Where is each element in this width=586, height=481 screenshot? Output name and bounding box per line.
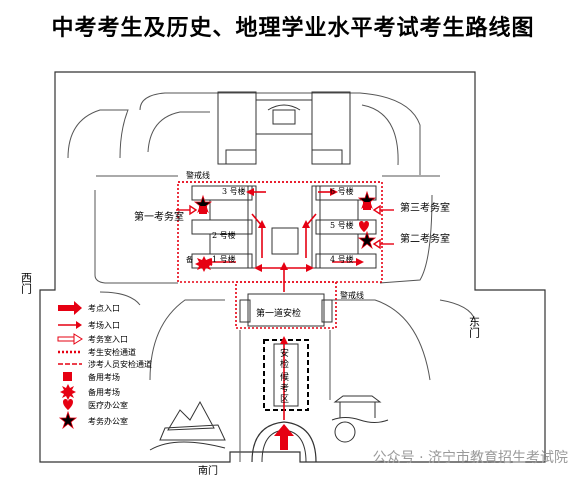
legend-label-5: 备用考场 bbox=[88, 372, 120, 382]
lawn-lower-right-2 bbox=[439, 299, 476, 321]
pavilion-icon bbox=[331, 395, 389, 423]
page-title: 中考考生及历史、地理学业水平考试考生路线图 bbox=[51, 15, 535, 41]
building-6-label: 6 号楼 bbox=[330, 186, 354, 196]
top-building-right-wing bbox=[311, 149, 343, 165]
building-1-prefix: 备 bbox=[186, 255, 193, 264]
building-3-wing bbox=[209, 199, 249, 221]
pavilion-pond bbox=[334, 421, 356, 443]
legend: 考点入口 考场入口 考务室入口 考生安检通道 涉考人员安检通道 备用考场 备用考… bbox=[57, 301, 152, 430]
starburst-marker bbox=[195, 256, 213, 272]
top-building-mid bbox=[255, 99, 313, 135]
svg-text:区: 区 bbox=[280, 394, 289, 405]
building-5-label: 5 号楼 bbox=[330, 220, 354, 230]
route-arrowheads bbox=[204, 188, 364, 344]
top-building-core bbox=[272, 109, 296, 125]
road-outline-left bbox=[67, 109, 129, 159]
road-outline-top bbox=[139, 92, 421, 175]
legend-label-6: 备用考场 bbox=[88, 387, 120, 397]
first-security-check-label: 第一道安检 bbox=[256, 307, 301, 319]
west-gate-label: 西门 bbox=[20, 272, 33, 295]
legend-label-0: 考点入口 bbox=[88, 304, 120, 313]
south-gate-arch bbox=[251, 421, 317, 463]
rockery-curves bbox=[149, 441, 226, 451]
office-3-label: 第三考务室 bbox=[400, 201, 450, 214]
road-outline-right bbox=[361, 104, 399, 166]
backup-room-marker-2 bbox=[363, 202, 371, 210]
security-check-right-wing bbox=[321, 299, 333, 323]
warning-line-right-label: 警戒线 bbox=[340, 290, 364, 300]
security-check-left-wing bbox=[239, 299, 251, 323]
south-gate-label: 南门 bbox=[198, 464, 218, 477]
building-right-connector bbox=[311, 185, 321, 269]
watermark: 公众号 · 济宁市教育招生考试院 bbox=[372, 450, 568, 466]
building-left-connector bbox=[247, 185, 257, 269]
lawn-lower-right bbox=[330, 299, 431, 381]
building-5-wing bbox=[319, 233, 359, 255]
top-building-left bbox=[217, 91, 257, 165]
exam-office-star-3 bbox=[357, 230, 377, 250]
legend-label-1: 考场入口 bbox=[88, 321, 120, 330]
route-arrows bbox=[210, 191, 358, 420]
main-entrance-arrow bbox=[274, 424, 294, 450]
lawn-lower-left bbox=[149, 299, 225, 381]
svg-text:候: 候 bbox=[280, 371, 289, 383]
road-right-side bbox=[379, 194, 433, 284]
warning-line-top-label: 警戒线 bbox=[186, 170, 210, 180]
building-1 bbox=[191, 253, 253, 269]
top-building-right bbox=[311, 91, 351, 165]
building-4-label: 4 号楼 bbox=[330, 254, 354, 264]
waiting-zone-label: 安 检 候 考 区 bbox=[280, 347, 289, 405]
building-1-label: 1 号楼 bbox=[212, 254, 236, 264]
road-outline-top-inner bbox=[147, 111, 210, 153]
office-1-label: 第一考务室 bbox=[134, 210, 184, 223]
east-gate-label: 东门 bbox=[468, 316, 481, 339]
security-check-building bbox=[247, 293, 325, 327]
svg-text:考: 考 bbox=[280, 383, 289, 394]
top-building-shape bbox=[267, 104, 301, 111]
lawn-lower-left-2 bbox=[99, 291, 141, 306]
medical-office-heart bbox=[359, 221, 369, 232]
legend-label-3: 考生安检通道 bbox=[88, 347, 136, 357]
security-perimeter-lower bbox=[235, 281, 337, 329]
building-6-wing bbox=[319, 199, 359, 221]
building-4 bbox=[315, 253, 377, 269]
waiting-zone bbox=[263, 339, 309, 411]
building-3-label: 3 号楼 bbox=[222, 186, 246, 196]
legend-label-2: 考务室入口 bbox=[88, 334, 128, 344]
top-building-left-wing bbox=[225, 149, 257, 165]
office-entrance-arrows bbox=[176, 204, 394, 250]
office-2-label: 第二考务室 bbox=[400, 232, 450, 245]
svg-text:检: 检 bbox=[280, 358, 289, 370]
central-plaza bbox=[271, 227, 299, 255]
backup-room-marker-1 bbox=[199, 206, 207, 214]
legend-label-7: 医疗办公室 bbox=[88, 400, 128, 410]
road-left-side bbox=[94, 190, 178, 284]
legend-label-8: 考务办公室 bbox=[88, 416, 128, 426]
rockery-icon bbox=[159, 400, 226, 441]
legend-label-4: 涉考人员安检通道 bbox=[88, 359, 152, 369]
campus-boundary bbox=[39, 71, 546, 463]
building-2-label: 2 号楼 bbox=[212, 230, 236, 240]
svg-text:安: 安 bbox=[280, 347, 289, 359]
